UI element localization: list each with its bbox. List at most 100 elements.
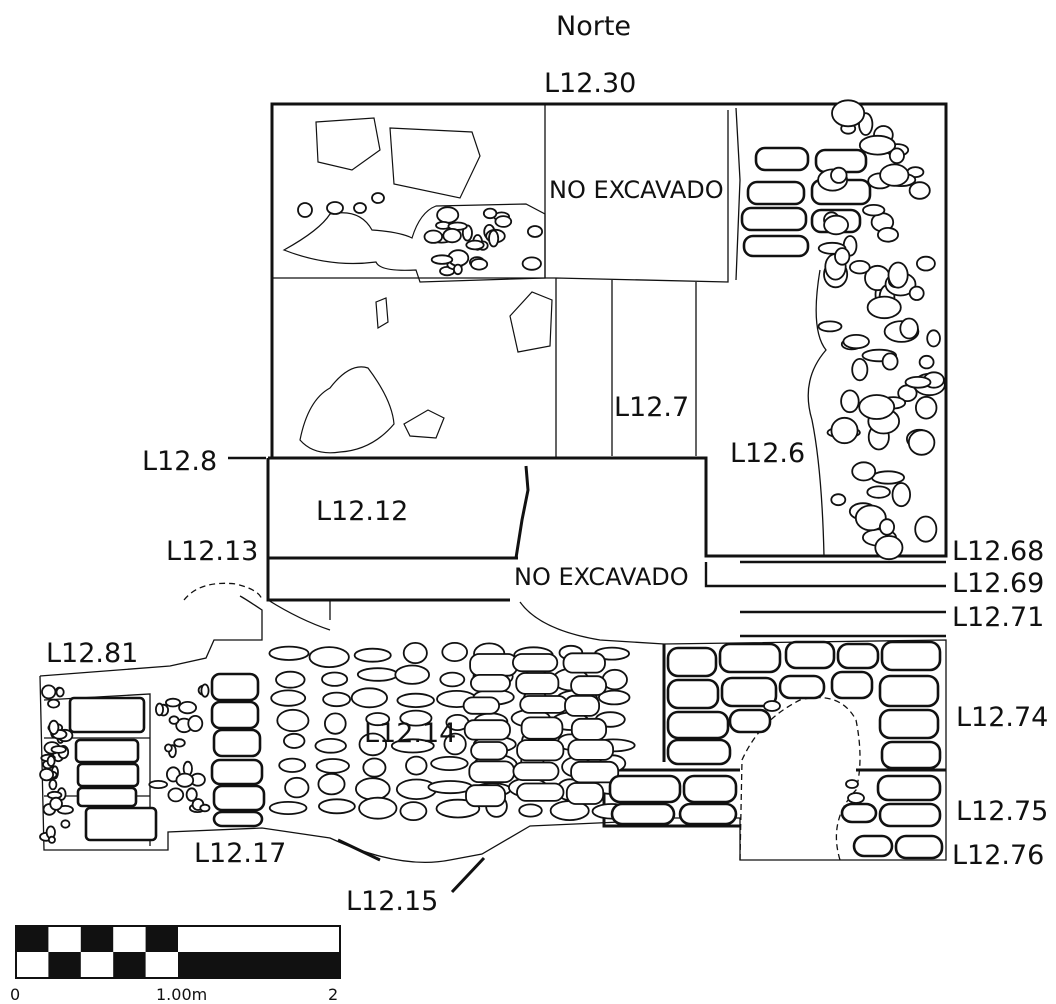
slab-patch-3	[299, 366, 395, 454]
paving-stone	[270, 689, 307, 707]
wall-block	[212, 810, 264, 828]
rubble-stone	[465, 239, 485, 251]
paving-stone	[598, 689, 631, 706]
small-stone	[847, 792, 865, 804]
label-l12-17: L12.17	[194, 838, 286, 869]
wall-stone	[851, 461, 877, 482]
wall-block	[852, 834, 894, 858]
rubble-stone	[430, 254, 454, 265]
wall-stone	[851, 357, 869, 382]
slab-patch-6	[375, 297, 389, 330]
wall-block	[666, 738, 732, 766]
paving-stone	[322, 691, 352, 708]
wall-block	[210, 700, 260, 730]
wall-stone	[823, 214, 849, 236]
paving-stone	[365, 712, 391, 727]
paving-stone	[567, 739, 614, 761]
wall-stone	[881, 352, 899, 371]
label-no-excavado-1: NO EXCAVADO	[549, 176, 724, 204]
rubble-stone	[527, 225, 544, 238]
label-l12-7: L12.7	[614, 392, 689, 423]
label-no-excavado-2: NO EXCAVADO	[514, 563, 689, 591]
rubble-stone	[167, 787, 185, 803]
paving-stone	[405, 755, 428, 776]
north-label: Norte	[556, 11, 631, 42]
paving-stone	[562, 652, 606, 674]
rubble-stone	[39, 767, 54, 782]
wall-stone	[874, 535, 904, 561]
paving-stone	[390, 738, 435, 754]
wall-block	[74, 738, 140, 764]
wall-block	[212, 784, 266, 812]
label-l12-13: L12.13	[166, 536, 258, 567]
wall-block	[728, 708, 772, 734]
wall-block	[830, 670, 874, 700]
rubble-stones	[297, 192, 544, 277]
wall-block	[880, 740, 942, 770]
rubble-stone	[494, 215, 513, 228]
lower-outline	[39, 639, 947, 864]
wall-block	[210, 672, 260, 702]
middle-strips	[266, 458, 946, 645]
label-l12-14: L12.14	[364, 718, 456, 749]
paving-stone	[512, 653, 559, 673]
paving-stone	[353, 647, 392, 663]
wall-stone	[918, 354, 935, 370]
rubble-stone	[442, 228, 462, 244]
wall-block	[876, 774, 942, 802]
l12-12-east-edge	[514, 465, 530, 559]
label-l12-76: L12.76	[952, 840, 1044, 871]
wall-block	[836, 642, 880, 670]
wall-block	[878, 802, 942, 828]
paving-stone	[268, 645, 310, 661]
paving-stone	[399, 801, 428, 821]
label-l12-75: L12.75	[956, 796, 1048, 827]
wall-stone	[830, 416, 859, 445]
wall-stone	[848, 260, 871, 275]
paving-stone	[516, 782, 565, 802]
paving-stone	[441, 642, 469, 663]
wall-stone	[915, 395, 938, 420]
scale-tick-0: 0	[10, 985, 20, 1004]
wall-block	[68, 696, 146, 734]
paving-stone	[462, 696, 501, 715]
wall-stone	[891, 482, 912, 508]
rubble-stone	[423, 229, 444, 244]
rubble-stone	[178, 700, 198, 715]
wall-stone	[830, 166, 848, 184]
rubble-stone	[148, 780, 169, 790]
wall-stone	[877, 227, 900, 243]
label-l12-6: L12.6	[730, 438, 805, 469]
paving-stone	[317, 772, 346, 796]
wall-block	[666, 646, 718, 678]
wall-block	[666, 678, 720, 710]
wall-stone	[888, 147, 905, 165]
wall-block	[76, 762, 140, 788]
wall-block	[878, 674, 940, 708]
wall-block	[784, 640, 836, 670]
wall-stone	[842, 333, 870, 350]
wall-stone	[908, 285, 925, 301]
rubble-stone	[521, 256, 542, 271]
wall-block	[718, 642, 782, 674]
wall-block	[894, 834, 944, 860]
rubble-stone	[164, 697, 181, 708]
paving-stone	[268, 801, 308, 816]
l12-12-outline	[266, 458, 510, 602]
rubble-stone	[187, 715, 204, 733]
wall-stone	[862, 203, 886, 217]
wall-block	[212, 728, 262, 758]
paving-stone	[323, 712, 347, 735]
wall-stone	[879, 518, 896, 536]
scale-cell	[178, 952, 340, 978]
wall-stone	[916, 255, 936, 272]
rubble-stone	[47, 835, 56, 844]
paving-stone	[278, 757, 307, 773]
wall-block	[840, 802, 878, 824]
paving-stone	[394, 664, 431, 685]
wall-stone	[830, 493, 847, 507]
scale-bar: 0 1.00m 2	[10, 925, 341, 1004]
rubble-stone	[164, 743, 173, 753]
paving-stone	[565, 782, 605, 805]
rubble-stone	[436, 206, 460, 224]
